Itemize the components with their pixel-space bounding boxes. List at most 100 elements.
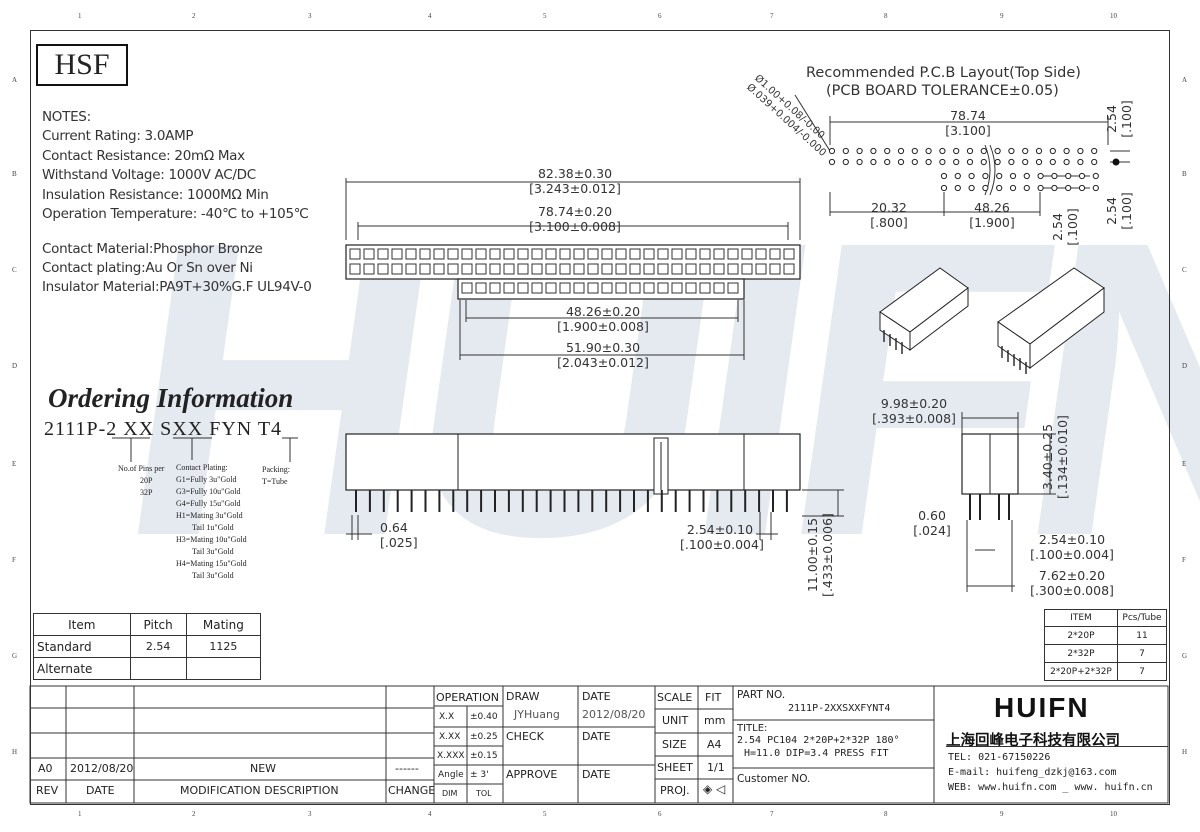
ruler-col: 5: [543, 12, 547, 20]
contact-cell: [573, 282, 585, 294]
ruler-col: 3: [308, 810, 312, 818]
ruler-row: D: [1182, 362, 1188, 370]
contact-cell: [433, 263, 445, 275]
title-line2: H=11.0 DIP=3.4 PRESS FIT: [744, 748, 889, 759]
pcb-hole: [897, 158, 905, 166]
pcb-hole: [1023, 184, 1030, 192]
contact-cell: [601, 248, 613, 260]
contact-cell: [391, 263, 403, 275]
pcb-hole: [966, 147, 974, 155]
ruler-col: 9: [1000, 810, 1004, 818]
ruler-row: A: [12, 76, 18, 84]
contact-cell: [601, 263, 613, 275]
pcb-hole: [1078, 172, 1086, 180]
pitch-table: Item Pitch Mating Standard 2.54 1125 Alt…: [33, 613, 262, 680]
pcb-hole: [884, 158, 891, 166]
note-line: Insulation Resistance: 1000MΩ Min: [42, 186, 269, 203]
side-dim-width: 9.98±0.20[.393±0.008]: [872, 396, 956, 426]
ruler-col: 6: [658, 12, 662, 20]
pcb-hole: [1037, 184, 1044, 192]
contact-cell: [783, 248, 795, 260]
contact-cell: [419, 263, 431, 275]
dim-51: 51.90±0.30[2.043±0.012]: [557, 340, 649, 370]
materials-block: Contact Material:Phosphor Bronze Contact…: [42, 240, 312, 297]
contact-cell: [685, 263, 697, 275]
customer-label: Customer NO.: [737, 773, 811, 785]
ruler-row: A: [1182, 76, 1188, 84]
contact-cell: [405, 248, 417, 260]
plating-opt: Tail 1u"Gold: [192, 523, 234, 532]
check-label: CHECK: [506, 730, 544, 743]
pcb-hole: [897, 147, 905, 155]
contact-cell: [657, 263, 669, 275]
ruler-row: F: [12, 556, 16, 564]
pcb-hole: [842, 147, 849, 155]
contact-cell: [769, 263, 781, 275]
scale-label: SCALE: [657, 691, 693, 704]
tol-key: X.XX: [439, 732, 461, 742]
contact-cell: [615, 248, 627, 260]
tol-key: Angle: [438, 770, 464, 780]
part-no: 2111P-2XXSXXFYNT4: [788, 703, 891, 714]
contact-cell: [405, 263, 417, 275]
contact-cell: [727, 248, 739, 260]
contact-cell: [461, 282, 473, 294]
company-web: WEB: www.huifn.com _ www. huifn.cn: [948, 782, 1153, 793]
ruler-row: B: [1182, 170, 1187, 178]
contact-cell: [363, 263, 375, 275]
pcb-hole: [939, 158, 946, 166]
pcb-hole: [939, 147, 946, 155]
contact-cell: [377, 263, 389, 275]
contact-cell: [713, 282, 725, 294]
material-line: Contact plating:Au Or Sn over Ni: [42, 260, 253, 276]
pcb-hole: [1009, 184, 1017, 192]
sheet-label: SHEET: [657, 761, 693, 774]
pcb-hole: [1051, 184, 1058, 192]
rev-cell: A0: [38, 762, 53, 775]
date-value: 2012/08/20: [582, 708, 646, 721]
footer-desc: MODIFICATION DESCRIPTION: [180, 784, 339, 797]
packing-opt: T=Tube: [262, 477, 288, 486]
contact-cell: [699, 282, 711, 294]
pcb-hole: [1008, 147, 1015, 155]
date-label: DATE: [582, 690, 611, 703]
table-cell: [185, 657, 262, 680]
pcb-hole: [1049, 147, 1056, 155]
contact-cell: [741, 248, 753, 260]
pcb-hole: [1091, 147, 1098, 155]
table-row: 2*20P+2*32P 7: [1044, 662, 1168, 681]
contact-cell: [517, 263, 529, 275]
contact-cell: [741, 263, 753, 275]
contact-cell: [475, 248, 487, 260]
contact-cell: [349, 248, 361, 260]
tol-label: TOL: [476, 789, 492, 798]
contact-cell: [671, 248, 683, 260]
projection-icon: ◈ ◁: [703, 782, 726, 796]
table-cell: Standard: [33, 635, 131, 658]
pcb-hole: [1051, 172, 1058, 180]
pcb-hole: [982, 184, 989, 192]
scale-value: FIT: [705, 691, 722, 704]
pcb-dim-4826: 48.26[1.900]: [969, 200, 1015, 230]
part-no-label: PART NO.: [737, 689, 786, 701]
ruler-col: 7: [770, 810, 774, 818]
pcb-hole: [980, 147, 987, 155]
note-line: Operation Temperature: -40℃ to +105℃: [42, 206, 309, 223]
contact-cell: [643, 248, 655, 260]
contact-cell: [657, 282, 669, 294]
pcb-hole: [1091, 158, 1098, 166]
contact-cell: [517, 248, 529, 260]
ruler-row: F: [1182, 556, 1186, 564]
ruler-row: G: [12, 652, 18, 660]
plating-opt: G4=Fully 15u"Gold: [176, 499, 241, 508]
sheet-value: 1/1: [707, 761, 725, 774]
contact-cell: [461, 248, 473, 260]
contact-cell: [629, 248, 641, 260]
contact-cell: [755, 248, 767, 260]
dim-82: 82.38±0.30[3.243±0.012]: [529, 166, 621, 196]
contact-cell: [685, 282, 697, 294]
unit-value: mm: [704, 714, 726, 727]
